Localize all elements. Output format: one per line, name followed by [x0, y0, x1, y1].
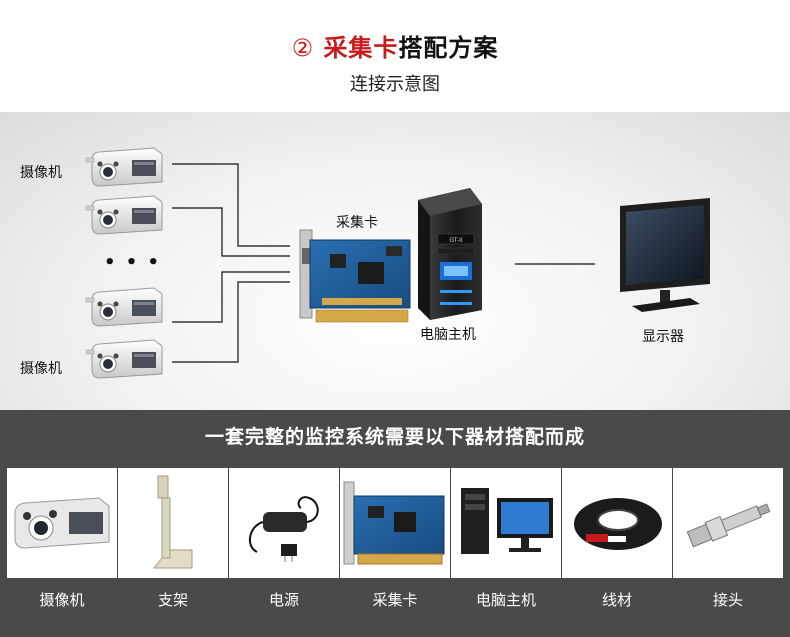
- camera-icon: [14, 497, 110, 549]
- capture-card-graphic: [299, 229, 411, 323]
- material-tile-capture-card: [340, 468, 450, 578]
- bracket-icon: [152, 475, 193, 569]
- monitor-graphic: [620, 198, 710, 312]
- camera-1: [85, 147, 163, 187]
- material-tile-bracket: [118, 468, 228, 578]
- pc-tower-graphic: GT-II: [418, 188, 482, 320]
- materials-heading: 一套完整的监控系统需要以下器材搭配而成: [204, 426, 585, 448]
- cable-icon: [574, 498, 662, 550]
- power-adapter-icon: [248, 496, 319, 562]
- title-rest: 搭配方案: [398, 34, 499, 62]
- material-label-cable: 线材: [601, 591, 632, 609]
- material-tile-connector: [673, 468, 783, 578]
- material-tile-power: [229, 468, 339, 578]
- connection-diagram: GT-II 摄像机 摄像机 • • • 采集卡 电脑主机 显示器: [0, 112, 790, 410]
- material-label-bracket: 支架: [157, 591, 188, 609]
- material-label-capture-card: 采集卡: [372, 591, 418, 609]
- material-label-power: 电源: [268, 591, 299, 609]
- bnc-connector-icon: [686, 503, 771, 548]
- material-tile-camera: [7, 468, 117, 578]
- page-title: ② 采集卡搭配方案: [0, 28, 790, 63]
- camera-label-bottom: 摄像机: [20, 361, 62, 377]
- pc-label: 电脑主机: [420, 327, 476, 343]
- capture-card-icon: [343, 481, 445, 565]
- title-highlight: 采集卡: [323, 34, 399, 62]
- monitor-label: 显示器: [642, 329, 684, 345]
- camera-ellipsis: • • •: [104, 252, 162, 273]
- material-label-computer: 电脑主机: [475, 591, 536, 609]
- camera-wires: [172, 163, 290, 363]
- page-subtitle: 连接示意图: [350, 74, 440, 95]
- material-label-connector: 接头: [712, 591, 743, 609]
- camera-3: [85, 287, 163, 327]
- header: ② 采集卡搭配方案 连接示意图: [0, 0, 790, 112]
- material-label-camera: 摄像机: [39, 591, 85, 609]
- camera-4: [85, 339, 163, 379]
- material-tile-cable: [562, 468, 672, 578]
- capture-card-label: 采集卡: [336, 215, 378, 231]
- pc-badge: GT-II: [449, 237, 462, 244]
- computer-icon: [461, 488, 553, 554]
- camera-label-top: 摄像机: [20, 165, 62, 181]
- step-number: ②: [291, 34, 315, 62]
- camera-2: [85, 195, 163, 235]
- material-tile-computer: [451, 468, 561, 578]
